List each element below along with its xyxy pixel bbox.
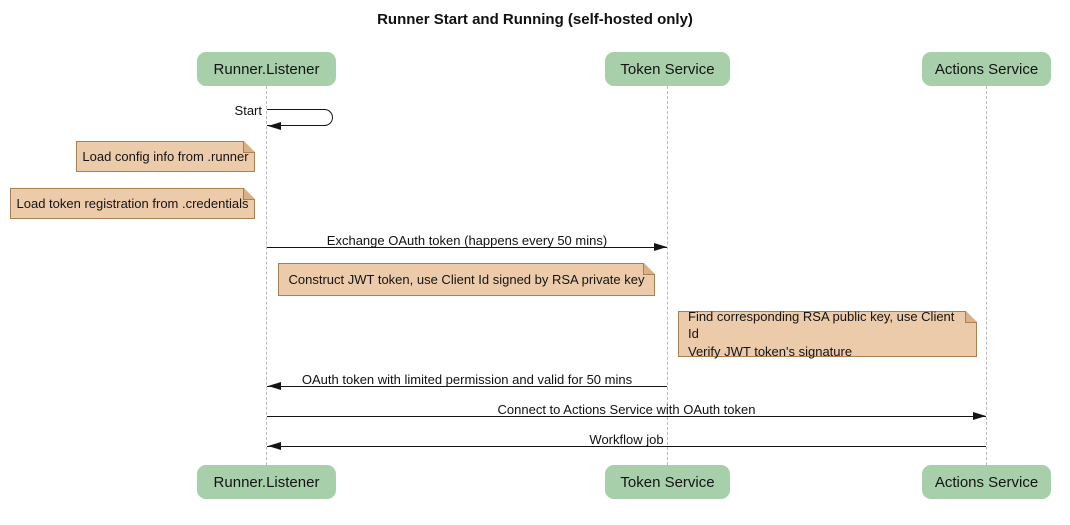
message-exchange-oauth-arrowhead-icon (654, 243, 667, 251)
message-connect-actions-line (267, 416, 986, 417)
participant-actions-service-top: Actions Service (922, 52, 1051, 86)
participant-runner-listener-bottom: Runner.Listener (197, 465, 336, 499)
participant-label: Runner.Listener (213, 60, 320, 78)
message-workflow-job-arrowhead-icon (268, 442, 281, 450)
self-message-start-label: Start (234, 103, 262, 118)
participant-token-service-bottom: Token Service (605, 465, 730, 499)
lifeline-runner-listener (266, 86, 267, 465)
self-message-arrowhead-icon (268, 121, 281, 130)
participant-label: Actions Service (934, 473, 1039, 491)
note-text: Construct JWT token, use Client Id signe… (288, 271, 645, 287)
participant-token-service-top: Token Service (605, 52, 730, 86)
note-text-line-2: Verify JWT token's signature (688, 343, 853, 359)
participant-label: Token Service (620, 60, 715, 78)
self-message-start-loop-arrow (267, 109, 333, 126)
message-exchange-oauth-line (267, 247, 667, 248)
note-text-line-1: Find corresponding RSA public key, use C… (688, 308, 955, 342)
participant-actions-service-bottom: Actions Service (922, 465, 1051, 499)
note-verify-jwt: Find corresponding RSA public key, use C… (678, 308, 977, 359)
note-load-config: Load config info from .runner (76, 141, 255, 172)
diagram-title: Runner Start and Running (self-hosted on… (377, 11, 693, 28)
note-load-token-registration: Load token registration from .credential… (10, 188, 255, 219)
message-exchange-oauth-label: Exchange OAuth token (happens every 50 m… (326, 233, 608, 248)
participant-label: Actions Service (934, 60, 1039, 78)
message-workflow-job-label: Workflow job (589, 432, 664, 447)
message-oauth-return-label: OAuth token with limited permission and … (301, 372, 633, 387)
message-oauth-return-arrowhead-icon (268, 382, 281, 390)
lifeline-actions-service (986, 86, 987, 465)
message-workflow-job-line (267, 446, 986, 447)
message-oauth-return-line (267, 386, 667, 387)
participant-label: Runner.Listener (213, 473, 320, 491)
message-connect-actions-label: Connect to Actions Service with OAuth to… (497, 402, 756, 417)
note-text: Load token registration from .credential… (16, 195, 249, 211)
note-construct-jwt: Construct JWT token, use Client Id signe… (278, 263, 655, 296)
participant-runner-listener-top: Runner.Listener (197, 52, 336, 86)
lifeline-token-service (667, 86, 668, 465)
message-connect-actions-arrowhead-icon (973, 412, 986, 420)
participant-label: Token Service (620, 473, 715, 491)
note-text: Load config info from .runner (82, 148, 249, 164)
